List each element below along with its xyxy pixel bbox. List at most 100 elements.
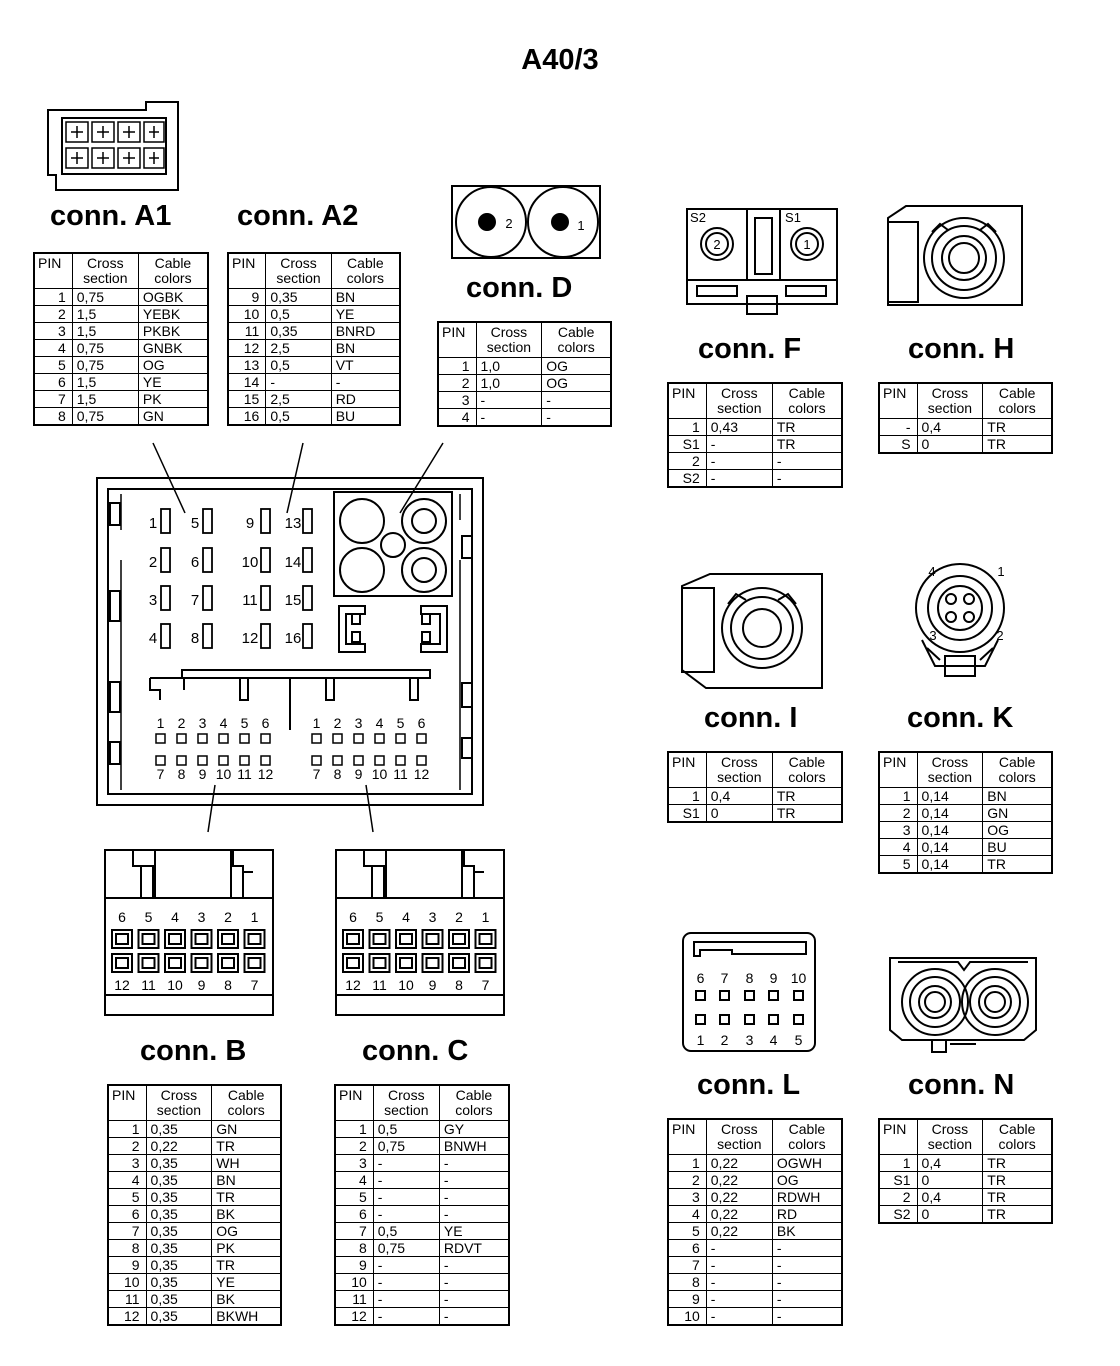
pin-cell: 11 bbox=[334, 1290, 374, 1308]
pin-cell: 7 bbox=[667, 1256, 707, 1274]
cable-color-cell: PKBK bbox=[137, 322, 209, 340]
pin-number-label: 4 bbox=[928, 564, 935, 579]
pin-cell: 8 bbox=[107, 1239, 147, 1257]
table-row: S1-TR bbox=[667, 435, 843, 453]
cable-color-cell: - bbox=[541, 408, 612, 427]
pin-number-label: 1 bbox=[803, 237, 810, 252]
pin-number-label: 4 bbox=[770, 1032, 778, 1048]
pin-number-label: 8 bbox=[178, 766, 186, 782]
pin-cell: 4 bbox=[33, 339, 73, 357]
conn-f-label: conn. F bbox=[698, 333, 802, 365]
cable-color-cell: BK bbox=[771, 1222, 843, 1240]
pin-number-label: 2 bbox=[996, 628, 1003, 643]
cable-color-cell: - bbox=[438, 1273, 510, 1291]
pin-number-label: 7 bbox=[191, 592, 199, 609]
cross-section-cell: 0,22 bbox=[705, 1222, 773, 1240]
pin-cell: 3 bbox=[667, 1188, 707, 1206]
conn-l-label: conn. L bbox=[697, 1069, 801, 1101]
cable-color-cell: BN bbox=[330, 288, 401, 306]
conn-a1-drawing bbox=[47, 101, 179, 191]
cross-section-cell: 0,35 bbox=[145, 1307, 213, 1326]
pin-cell: 1 bbox=[878, 1154, 918, 1172]
cross-section-cell: 0,5 bbox=[265, 407, 332, 426]
pin-cell: 6 bbox=[667, 1239, 707, 1257]
pin-cell: 10 bbox=[107, 1273, 147, 1291]
cable-color-cell: YE bbox=[330, 305, 401, 323]
pin-cell: 3 bbox=[437, 391, 477, 409]
cross-section-cell: 0,22 bbox=[145, 1137, 213, 1155]
pin-number-label: 9 bbox=[198, 977, 206, 993]
pin-header: PIN bbox=[334, 1085, 374, 1121]
cross-section-cell: 0,75 bbox=[71, 288, 139, 306]
cable-color-cell: TR bbox=[211, 1137, 282, 1155]
pin-number-label: 12 bbox=[345, 977, 361, 993]
pin-cell: 4 bbox=[107, 1171, 147, 1189]
diagram-title: A40/3 bbox=[521, 44, 599, 76]
cross-section-cell: 0,4 bbox=[916, 418, 984, 436]
cable-color-cell: - bbox=[771, 1290, 843, 1308]
pin-number-label: S1 bbox=[785, 210, 801, 225]
pin-cell: 7 bbox=[33, 390, 73, 408]
cross-section-cell: - bbox=[705, 469, 773, 488]
table-row: 10-- bbox=[334, 1273, 510, 1291]
cable-color-cell: YE bbox=[211, 1273, 282, 1291]
pin-number-label: 14 bbox=[285, 554, 302, 571]
pin-header: PIN bbox=[437, 322, 477, 358]
pin-number-label: 3 bbox=[429, 909, 437, 925]
conn-d-label: conn. D bbox=[466, 272, 573, 304]
pin-cell: 8 bbox=[334, 1239, 374, 1257]
pin-cell: S2 bbox=[667, 469, 707, 488]
pin-number-label: 2 bbox=[178, 715, 186, 731]
pin-cell: 2 bbox=[107, 1137, 147, 1155]
cross-section-cell: - bbox=[372, 1188, 440, 1206]
cable-color-cell: OG bbox=[137, 356, 209, 374]
cross-section-cell: 0,35 bbox=[145, 1188, 213, 1206]
cross-section-cell: - bbox=[705, 1256, 773, 1274]
cross-section-cell: 0,75 bbox=[372, 1239, 440, 1257]
leader-lines bbox=[152, 442, 444, 833]
cross-section-cell: 1,5 bbox=[71, 390, 139, 408]
cross-section-cell: - bbox=[705, 1239, 773, 1257]
pin-number-label: 9 bbox=[429, 977, 437, 993]
pin-number-label: 12 bbox=[242, 630, 259, 647]
conn-i-drawing bbox=[681, 573, 823, 689]
cable-color-cell: GNBK bbox=[137, 339, 209, 357]
cable-color-cell: TR bbox=[771, 418, 843, 436]
table-row: 11-- bbox=[334, 1290, 510, 1308]
pin-cell: S1 bbox=[878, 1171, 918, 1189]
pin-cell: 3 bbox=[334, 1154, 374, 1172]
conn-k-label: conn. K bbox=[907, 702, 1014, 734]
cross-section-cell: 0,14 bbox=[916, 821, 984, 839]
table-row: 3-- bbox=[334, 1154, 510, 1172]
pin-cell: 12 bbox=[107, 1307, 147, 1326]
pin-number-label: 3 bbox=[929, 628, 936, 643]
pin-cell: 3 bbox=[107, 1154, 147, 1172]
cable-color-cell: GN bbox=[982, 804, 1053, 822]
pin-number-label: 3 bbox=[199, 715, 207, 731]
cable-color-cell: TR bbox=[771, 787, 843, 805]
cable-color-cell: OG bbox=[541, 374, 612, 392]
pin-number-label: 6 bbox=[697, 970, 705, 986]
pin-cell: 6 bbox=[334, 1205, 374, 1223]
pin-number-label: 13 bbox=[285, 515, 302, 532]
cross-section-cell: 0 bbox=[705, 804, 773, 823]
cable-color-cell: - bbox=[771, 452, 843, 470]
